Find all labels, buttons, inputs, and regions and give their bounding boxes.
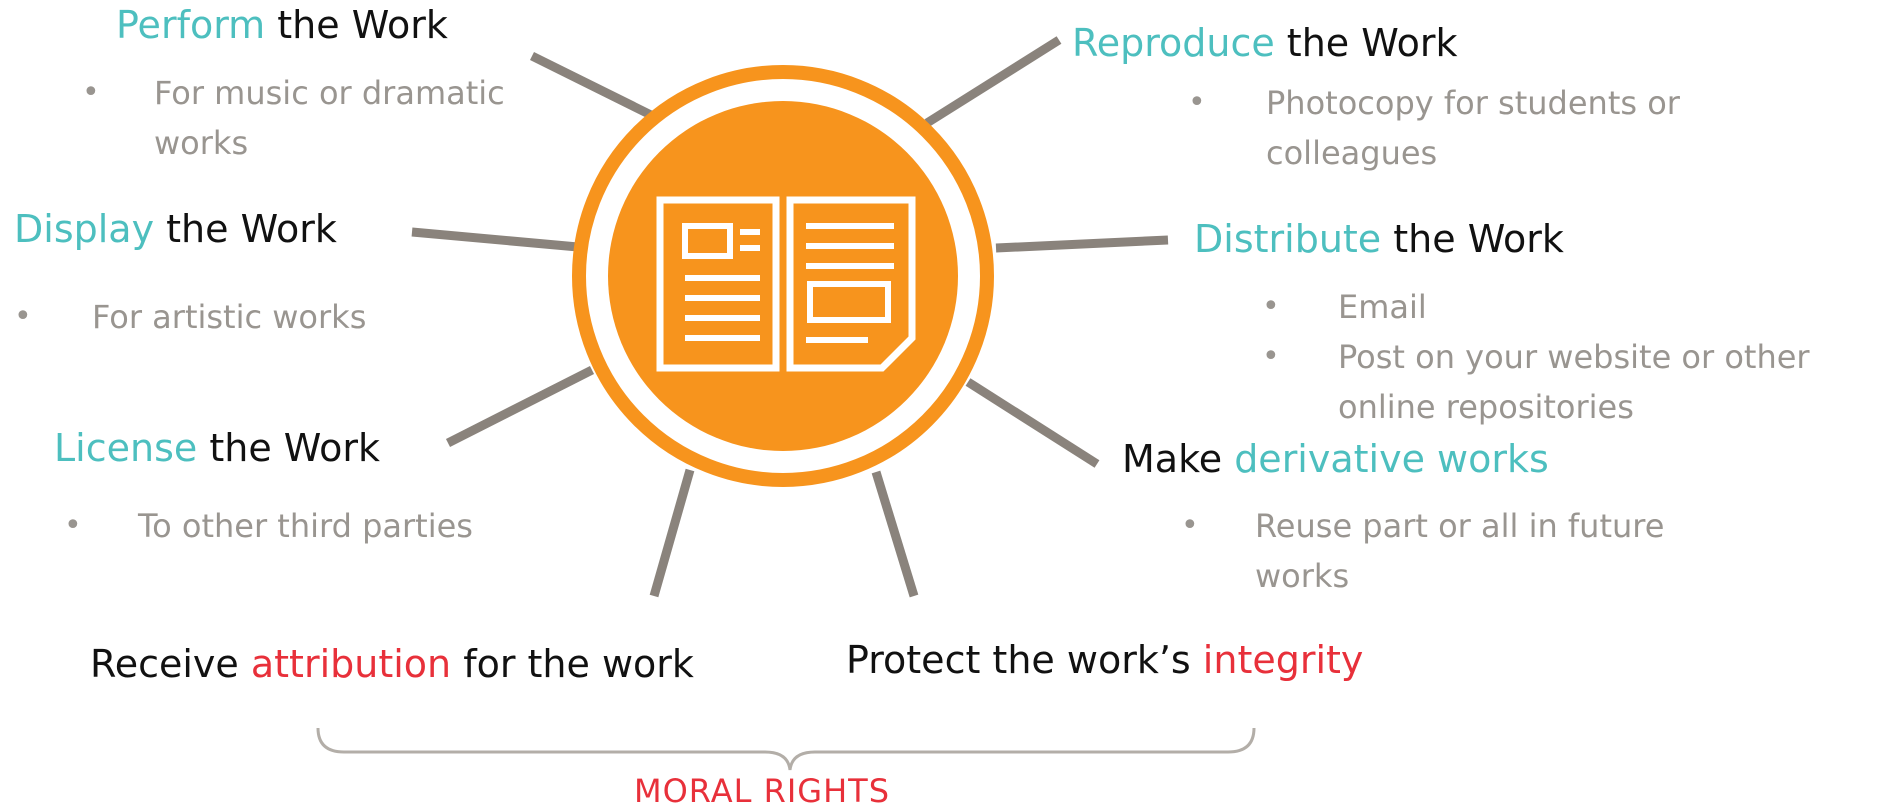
bullet-item: •Email [1262, 282, 1810, 332]
spoke-derivative [965, 378, 1100, 468]
right-distribute-title: Distribute the Work [1194, 217, 1564, 262]
right-perform: Perform the Work [116, 3, 448, 48]
moral-integrity-prefix: Protect the work’s [846, 638, 1203, 682]
spoke-perform [530, 51, 659, 123]
right-distribute-highlight: Distribute [1194, 217, 1382, 261]
bullet-dot: • [1188, 85, 1206, 120]
bullet-dot: • [1262, 289, 1280, 324]
right-reproduce-rest: the Work [1274, 21, 1458, 65]
right-derivative-highlight: derivative works [1234, 437, 1549, 481]
bullet-item: •For music or dramatic [82, 68, 505, 118]
bullet-dot: • [82, 75, 100, 110]
spoke-integrity [871, 470, 919, 598]
right-display-rest: the Work [154, 207, 337, 251]
right-license-highlight: License [54, 426, 198, 470]
moral-rights-brace [316, 727, 1256, 771]
bullet-item: •To other third parties [64, 501, 473, 551]
bullet-dot: • [64, 508, 82, 543]
moral-integrity-highlight: integrity [1202, 638, 1364, 682]
right-reproduce-bullets: •Photocopy for students or colleagues [1188, 78, 1680, 178]
right-perform-highlight: Perform [116, 3, 266, 47]
moral-rights-label: MORAL RIGHTS [634, 772, 891, 810]
spoke-distribute [995, 235, 1169, 253]
bullet-item: •Photocopy for students or [1188, 78, 1680, 128]
right-derivative-bullets: •Reuse part or all in future works [1181, 501, 1664, 601]
right-reproduce-highlight: Reproduce [1072, 21, 1275, 65]
spoke-attribution [649, 468, 695, 598]
bullet-item: online repositories [1338, 388, 1634, 426]
right-display-bullets: •For artistic works [14, 292, 366, 342]
moral-attribution: Receive attribution for the work [90, 642, 694, 687]
right-derivative: Make derivative works [1122, 437, 1549, 482]
spoke-reproduce [924, 36, 1062, 127]
right-license-title: License the Work [54, 426, 381, 471]
spoke-display [411, 227, 579, 252]
right-perform-rest: the Work [265, 3, 448, 47]
moral-attribution-title: Receive attribution for the work [90, 642, 694, 687]
bullet-item: works [154, 124, 249, 162]
moral-integrity-title: Protect the work’s integrity [846, 638, 1364, 683]
right-perform-title: Perform the Work [116, 3, 448, 48]
right-derivative-title: Make derivative works [1122, 437, 1549, 482]
right-license-bullets: •To other third parties [64, 501, 473, 551]
right-display: Display the Work [14, 207, 337, 252]
bullet-dot: • [1262, 339, 1280, 374]
bullet-dot: • [1181, 508, 1199, 543]
right-distribute-rest: the Work [1381, 217, 1564, 261]
right-display-title: Display the Work [14, 207, 337, 252]
moral-integrity: Protect the work’s integrity [846, 638, 1364, 683]
center-circle [608, 101, 958, 451]
spoke-license [445, 365, 595, 448]
right-license-rest: the Work [197, 426, 381, 470]
right-display-highlight: Display [14, 207, 155, 251]
right-derivative-prefix: Make [1122, 437, 1235, 481]
bullet-item: works [1255, 557, 1350, 595]
open-book-icon [656, 196, 916, 372]
right-distribute-bullets: •Email •Post on your website or other on… [1262, 282, 1810, 432]
right-reproduce: Reproduce the Work [1072, 21, 1458, 66]
right-license: License the Work [54, 426, 381, 471]
moral-attribution-suffix: for the work [451, 642, 694, 686]
spokes [411, 36, 1169, 598]
bullet-item: •Reuse part or all in future [1181, 501, 1664, 551]
right-reproduce-title: Reproduce the Work [1072, 21, 1458, 66]
moral-attribution-highlight: attribution [250, 642, 452, 686]
right-perform-bullets: •For music or dramatic works [82, 68, 505, 168]
bullet-dot: • [14, 299, 32, 334]
bullet-item: colleagues [1266, 134, 1438, 172]
moral-attribution-prefix: Receive [90, 642, 251, 686]
bullet-item: •For artistic works [14, 292, 366, 342]
bullet-item: •Post on your website or other [1262, 332, 1810, 382]
right-distribute: Distribute the Work [1194, 217, 1564, 262]
